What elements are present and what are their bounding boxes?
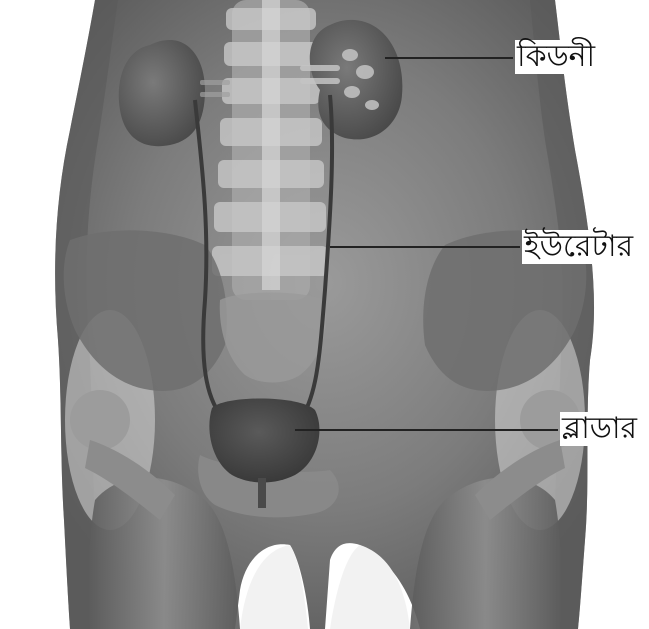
left-kidney <box>119 40 205 146</box>
left-femur-head <box>70 390 130 450</box>
ureter-label: ইউরেটার <box>522 230 635 264</box>
spinal-canal <box>262 0 280 290</box>
bladder-label: ব্লাডার <box>560 412 639 446</box>
urethra <box>258 478 266 508</box>
kidney-label: কিডনী <box>515 40 597 74</box>
